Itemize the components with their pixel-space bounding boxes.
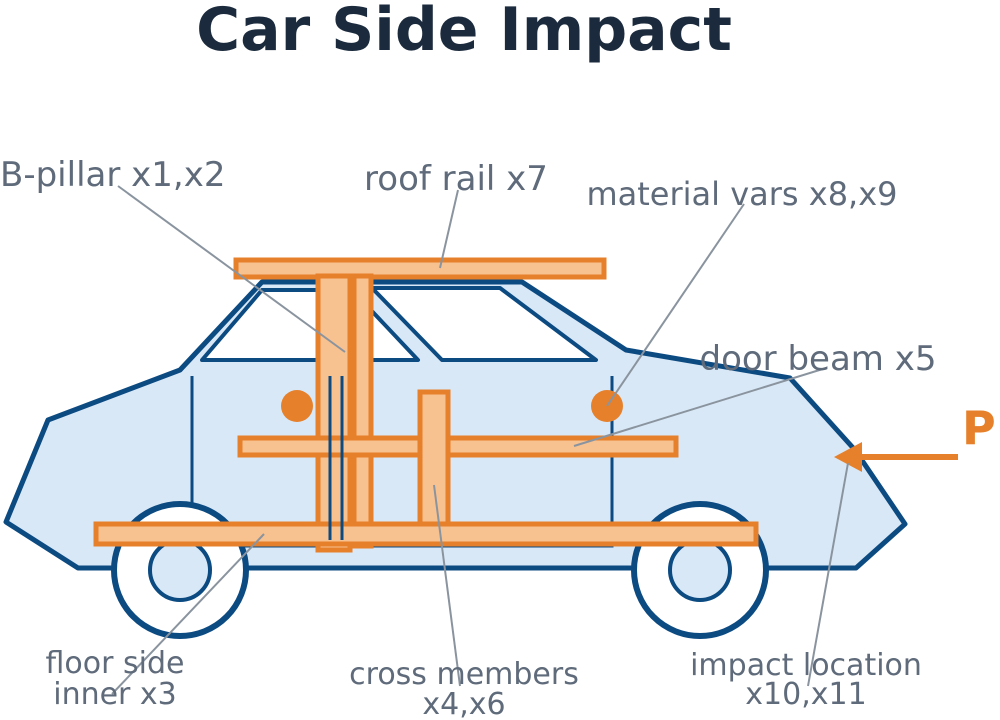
roof-rail-member: [233, 257, 607, 280]
cross-members-label-line1: cross members: [349, 657, 579, 692]
diagram-title: Car Side Impact: [196, 0, 732, 65]
b-pillar-label: B-pillar x1,x2: [0, 155, 225, 195]
impact-arrowhead: [834, 442, 862, 472]
impact-location-label-line2: x10,x11: [745, 677, 866, 712]
cross-members-label-line2: x4,x6: [422, 687, 505, 720]
cross-member: [417, 389, 451, 541]
material-vars-leader: [606, 203, 745, 407]
material-dot-rear: [281, 390, 313, 422]
roof-rail-label: roof rail x7: [364, 159, 548, 199]
roof-rail-leader: [439, 189, 459, 269]
b-pillar-member-inner: [351, 273, 374, 549]
cross-members-leader: [433, 484, 461, 687]
door-beam-label: door beam x5: [700, 339, 937, 379]
b-pillar-member-outer: [315, 273, 353, 553]
floor-side-inner-label-line2: inner x3: [53, 677, 177, 712]
material-vars-label: material vars x8,x9: [586, 175, 897, 213]
floor-side-inner-leader: [111, 533, 265, 695]
impact-location-label-line1: impact location: [690, 648, 922, 683]
floor-side-inner-member: [93, 521, 759, 547]
front-window: [370, 286, 598, 362]
door-beam-leader: [573, 367, 827, 447]
floor-side-inner-label-line1: floor side: [46, 646, 185, 681]
impact-location-leader: [807, 462, 849, 687]
force-label: P: [962, 401, 996, 455]
door-beam-member: [237, 435, 679, 458]
b-pillar-leader: [117, 185, 346, 353]
